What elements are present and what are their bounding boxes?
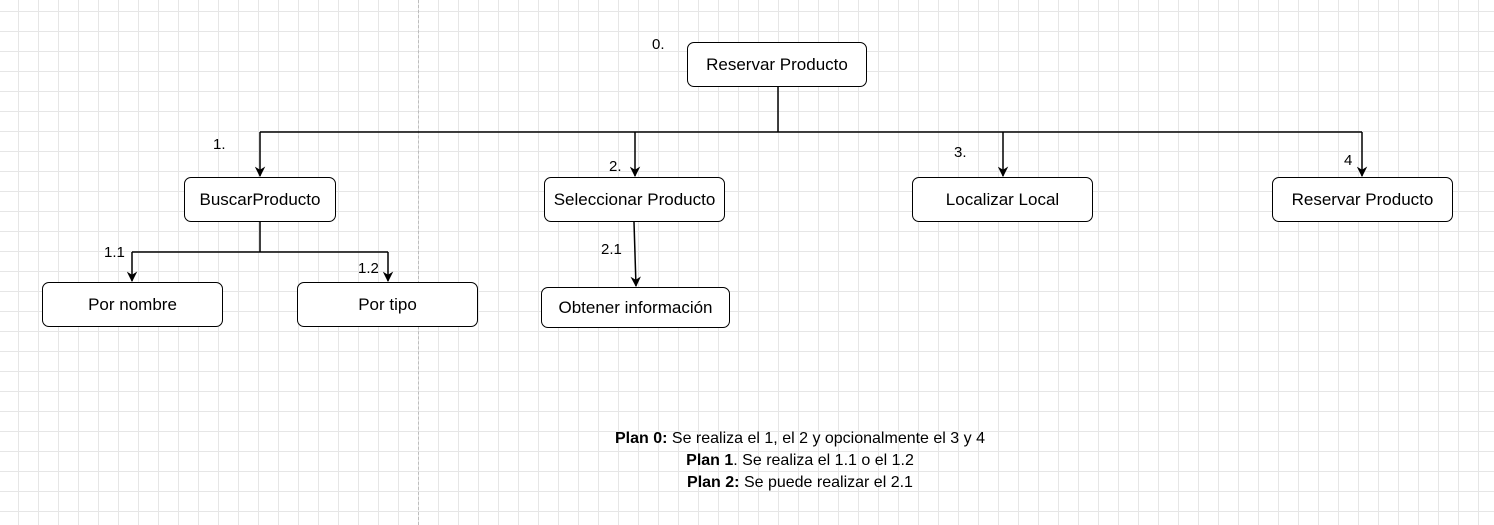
plan-2-text: Se puede realizar el 2.1 [739,474,913,491]
plan-text-block: Plan 0: Se realiza el 1, el 2 y opcional… [560,428,1040,494]
plan-1-text: . Se realiza el 1.1 o el 1.2 [733,452,914,469]
number-node-4: 4 [1344,152,1353,169]
node-1-2-label: Por tipo [358,294,417,314]
number-node-3: 3. [954,144,967,161]
node-1[interactable]: BuscarProducto [184,177,336,222]
plan-1-line: Plan 1. Se realiza el 1.1 o el 1.2 [560,450,1040,472]
number-node-1-1: 1.1 [104,244,125,261]
page-divider-dashed [418,0,419,525]
node-2-label: Seleccionar Producto [553,189,716,209]
node-1-label: BuscarProducto [199,189,321,209]
node-3-label: Localizar Local [945,189,1060,209]
number-node-2: 2. [609,158,622,175]
node-4[interactable]: Reservar Producto [1272,177,1453,222]
node-3[interactable]: Localizar Local [912,177,1093,222]
plan-0-label: Plan 0: [615,430,668,447]
node-4-label: Reservar Producto [1291,189,1434,209]
plan-1-label: Plan 1 [686,452,734,469]
node-root[interactable]: Reservar Producto [687,42,867,87]
number-node-1-2: 1.2 [358,260,379,277]
number-node-1: 1. [213,136,226,153]
node-root-label: Reservar Producto [706,54,848,74]
plan-2-label: Plan 2: [687,474,740,491]
node-1-2[interactable]: Por tipo [297,282,478,327]
node-2[interactable]: Seleccionar Producto [544,177,725,222]
node-2-1[interactable]: Obtener información [541,287,730,328]
node-1-1-label: Por nombre [88,294,177,314]
node-2-1-label: Obtener información [558,297,713,317]
number-node-2-1: 2.1 [601,241,622,258]
arrow-to-node-2-1 [630,221,641,288]
node-1-1[interactable]: Por nombre [42,282,223,327]
plan-2-line: Plan 2: Se puede realizar el 2.1 [560,472,1040,494]
number-root: 0. [652,36,665,53]
plan-0-line: Plan 0: Se realiza el 1, el 2 y opcional… [560,428,1040,450]
plan-0-text: Se realiza el 1, el 2 y opcionalmente el… [667,430,985,447]
